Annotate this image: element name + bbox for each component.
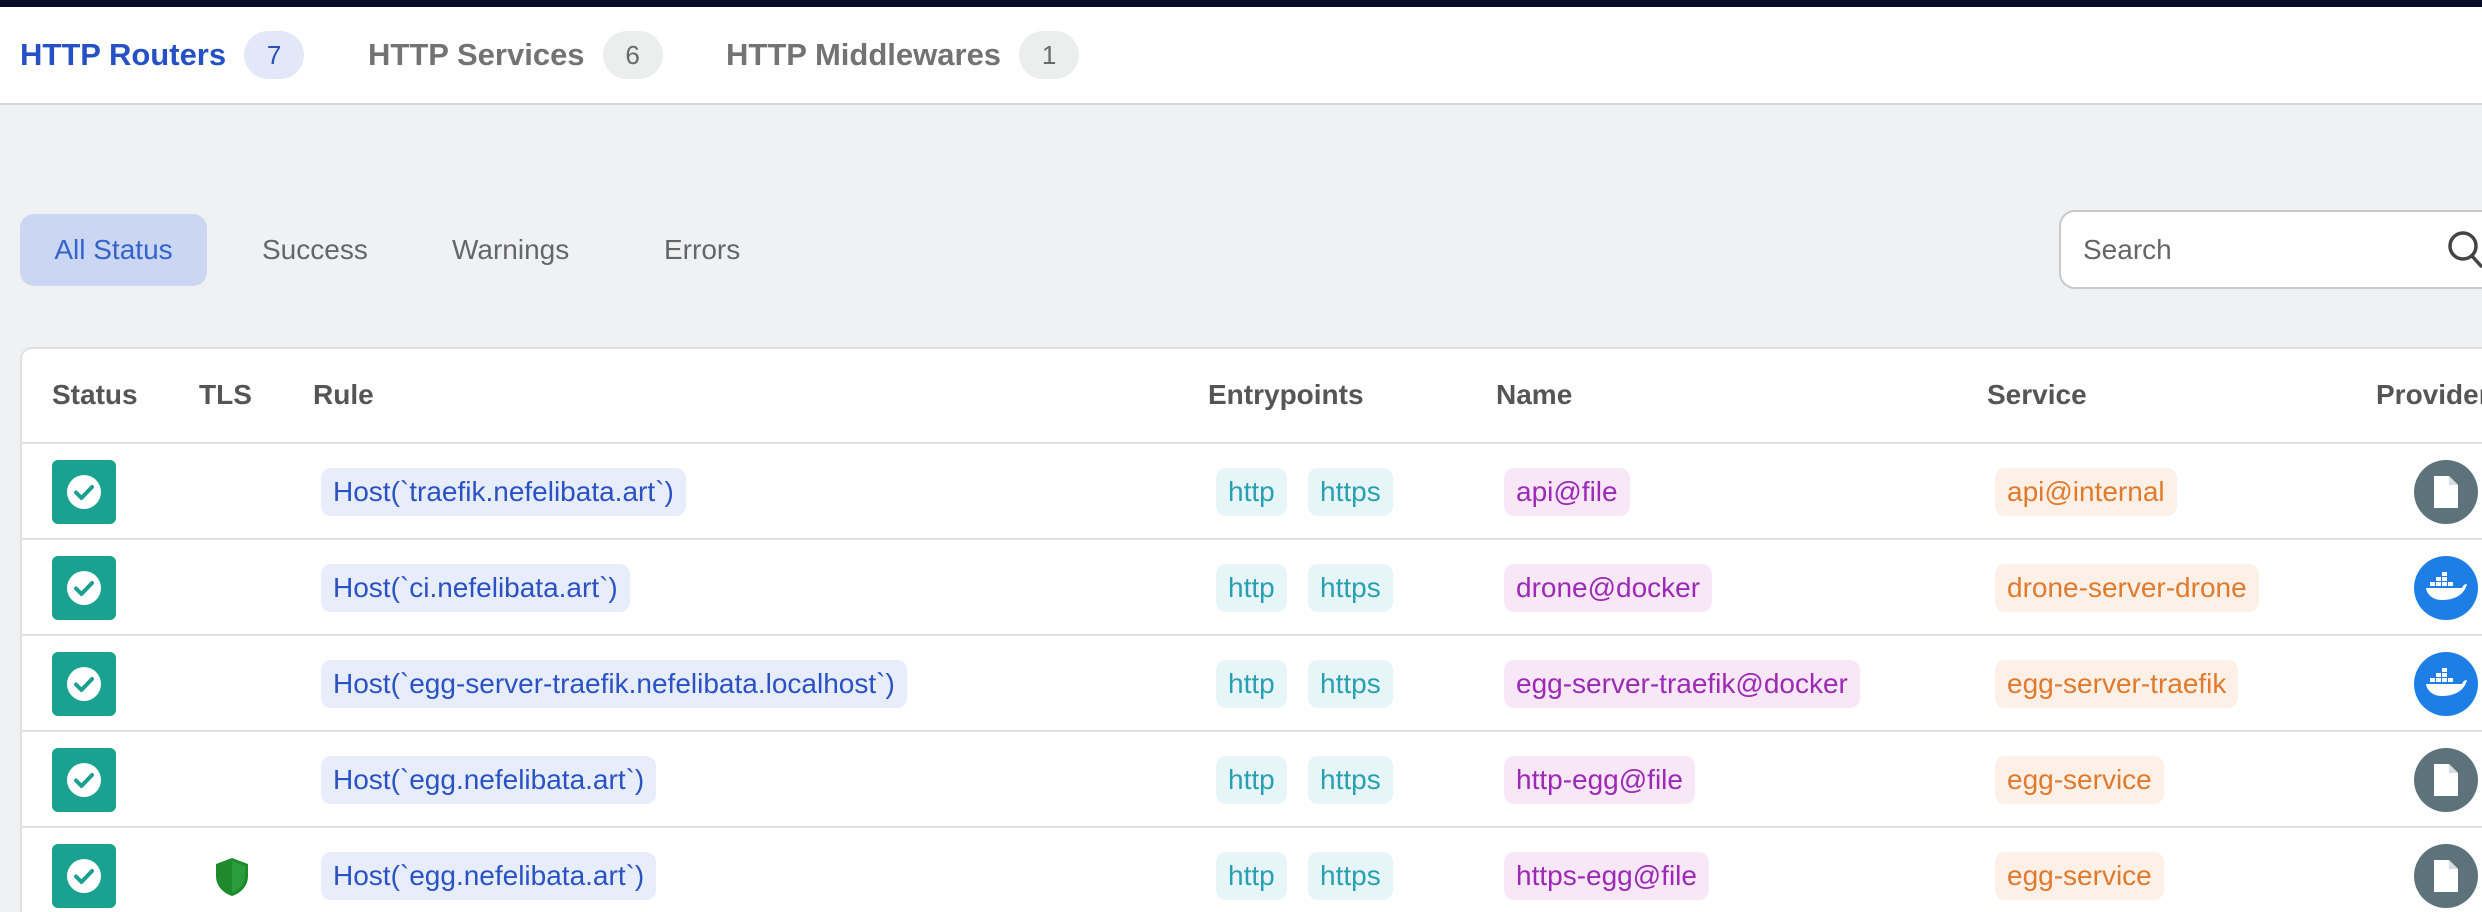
tab-label: HTTP Routers bbox=[20, 37, 227, 72]
row-divider bbox=[20, 538, 2482, 540]
column-header-provider[interactable]: Provider bbox=[2376, 379, 2482, 410]
file-icon bbox=[2414, 748, 2478, 812]
tab-http-services[interactable]: HTTP Services 6 bbox=[368, 7, 663, 103]
tab-label: HTTP Services bbox=[368, 37, 585, 72]
filter-all-status[interactable]: All Status bbox=[20, 214, 207, 286]
docker-icon bbox=[2414, 556, 2478, 620]
tls-shield-icon bbox=[216, 858, 248, 896]
tab-label: HTTP Middlewares bbox=[726, 37, 1002, 72]
column-header-rule[interactable]: Rule bbox=[313, 379, 374, 410]
rule-chip[interactable]: Host(`traefik.nefelibata.art`) bbox=[321, 468, 686, 516]
column-header-status[interactable]: Status bbox=[52, 379, 138, 410]
column-header-name[interactable]: Name bbox=[1496, 379, 1573, 410]
router-name-chip[interactable]: https-egg@file bbox=[1504, 852, 1709, 900]
entrypoint-chip[interactable]: https bbox=[1308, 468, 1393, 516]
search-icon[interactable] bbox=[2446, 229, 2482, 269]
top-bar bbox=[0, 0, 2482, 7]
status-success-icon bbox=[52, 556, 116, 620]
column-header-entrypoints[interactable]: Entrypoints bbox=[1208, 379, 1364, 410]
filter-success[interactable]: Success bbox=[262, 234, 368, 265]
file-icon bbox=[2414, 844, 2478, 908]
service-chip[interactable]: egg-service bbox=[1995, 756, 2164, 804]
row-divider bbox=[20, 730, 2482, 732]
rule-chip[interactable]: Host(`egg.nefelibata.art`) bbox=[321, 756, 657, 804]
docker-icon bbox=[2414, 652, 2478, 716]
router-name-chip[interactable]: http-egg@file bbox=[1504, 756, 1695, 804]
entrypoint-chip[interactable]: http bbox=[1216, 756, 1287, 804]
column-header-service[interactable]: Service bbox=[1987, 379, 2087, 410]
row-divider bbox=[20, 634, 2482, 636]
search-input[interactable] bbox=[2083, 212, 2383, 287]
tab-count-badge: 7 bbox=[244, 31, 305, 79]
tab-http-routers[interactable]: HTTP Routers 7 bbox=[20, 7, 305, 103]
status-success-icon bbox=[52, 652, 116, 716]
header-divider bbox=[20, 442, 2482, 444]
status-success-icon bbox=[52, 460, 116, 524]
router-name-chip[interactable]: drone@docker bbox=[1504, 564, 1713, 612]
entrypoint-chip[interactable]: https bbox=[1308, 660, 1393, 708]
service-chip[interactable]: api@internal bbox=[1995, 468, 2177, 516]
rule-chip[interactable]: Host(`egg.nefelibata.art`) bbox=[321, 852, 657, 900]
filter-errors[interactable]: Errors bbox=[664, 234, 741, 265]
rule-chip[interactable]: Host(`egg-server-traefik.nefelibata.loca… bbox=[321, 660, 907, 708]
entrypoint-chip[interactable]: https bbox=[1308, 852, 1393, 900]
entrypoint-chip[interactable]: https bbox=[1308, 756, 1393, 804]
router-name-chip[interactable]: api@file bbox=[1504, 468, 1630, 516]
column-header-tls[interactable]: TLS bbox=[199, 379, 252, 410]
router-name-chip[interactable]: egg-server-traefik@docker bbox=[1504, 660, 1860, 708]
tab-http-middlewares[interactable]: HTTP Middlewares 1 bbox=[726, 7, 1080, 103]
file-icon bbox=[2414, 460, 2478, 524]
entrypoint-chip[interactable]: https bbox=[1308, 564, 1393, 612]
tab-count-badge: 6 bbox=[602, 31, 663, 79]
status-success-icon bbox=[52, 748, 116, 812]
service-chip[interactable]: drone-server-drone bbox=[1995, 564, 2259, 612]
filter-warnings[interactable]: Warnings bbox=[452, 234, 570, 265]
tabs-bar: HTTP Routers 7 HTTP Services 6 HTTP Midd… bbox=[0, 7, 2482, 105]
search-box bbox=[2059, 210, 2482, 289]
routers-table bbox=[20, 347, 2482, 912]
entrypoint-chip[interactable]: http bbox=[1216, 852, 1287, 900]
status-success-icon bbox=[52, 844, 116, 908]
entrypoint-chip[interactable]: http bbox=[1216, 660, 1287, 708]
row-divider bbox=[20, 826, 2482, 828]
tab-count-badge: 1 bbox=[1019, 31, 1080, 79]
service-chip[interactable]: egg-server-traefik bbox=[1995, 660, 2239, 708]
entrypoint-chip[interactable]: http bbox=[1216, 468, 1287, 516]
service-chip[interactable]: egg-service bbox=[1995, 852, 2164, 900]
rule-chip[interactable]: Host(`ci.nefelibata.art`) bbox=[321, 564, 630, 612]
entrypoint-chip[interactable]: http bbox=[1216, 564, 1287, 612]
